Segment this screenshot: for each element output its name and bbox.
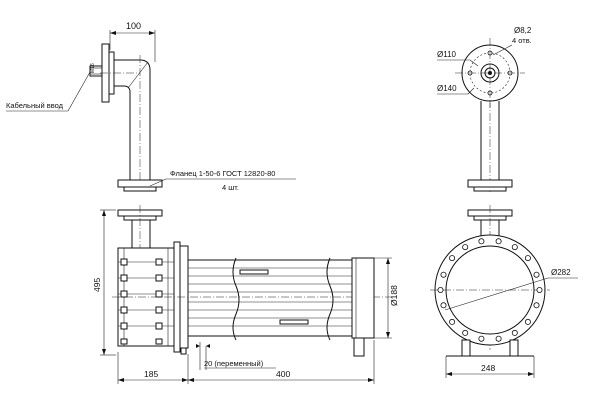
svg-text:M16: M16 xyxy=(90,63,96,73)
dim-left-bottom: 185 xyxy=(144,369,158,379)
label-variable-gap: 20 (переменный) xyxy=(204,359,264,368)
left-body-assembly: Ø188 495 20 (переменный) 185 400 xyxy=(92,205,399,384)
dim-hole-size: Ø8,2 xyxy=(514,26,532,35)
dim-height: 495 xyxy=(92,278,102,292)
dim-big-flange: Ø282 xyxy=(551,268,571,277)
dim-hole-count: 4 отв. xyxy=(512,36,532,45)
dim-right-bottom: 400 xyxy=(276,369,290,379)
right-top-view: Ø110 Ø140 Ø8,2 4 отв. xyxy=(437,26,532,192)
bolt-holes xyxy=(437,238,543,342)
dim-end-diameter: Ø188 xyxy=(389,285,399,306)
left-top-assembly: 100 M16 Кабельный ввод Фланец 1-50-6 ГОС… xyxy=(6,21,296,192)
dim-base-width: 248 xyxy=(481,363,495,373)
terminal-rows xyxy=(118,258,174,345)
label-cable-entry: Кабельный ввод xyxy=(6,101,64,110)
right-body-view: Ø282 248 xyxy=(430,205,578,378)
label-flange-spec: Фланец 1-50-6 ГОСТ 12820-80 xyxy=(170,169,275,178)
dim-flange-outer: Ø110 xyxy=(437,50,457,59)
dim-top-width: 100 xyxy=(126,21,141,31)
label-flange-qty: 4 шт. xyxy=(222,183,239,192)
heating-elements xyxy=(188,257,352,341)
dim-bolt-circle: Ø140 xyxy=(437,84,457,93)
